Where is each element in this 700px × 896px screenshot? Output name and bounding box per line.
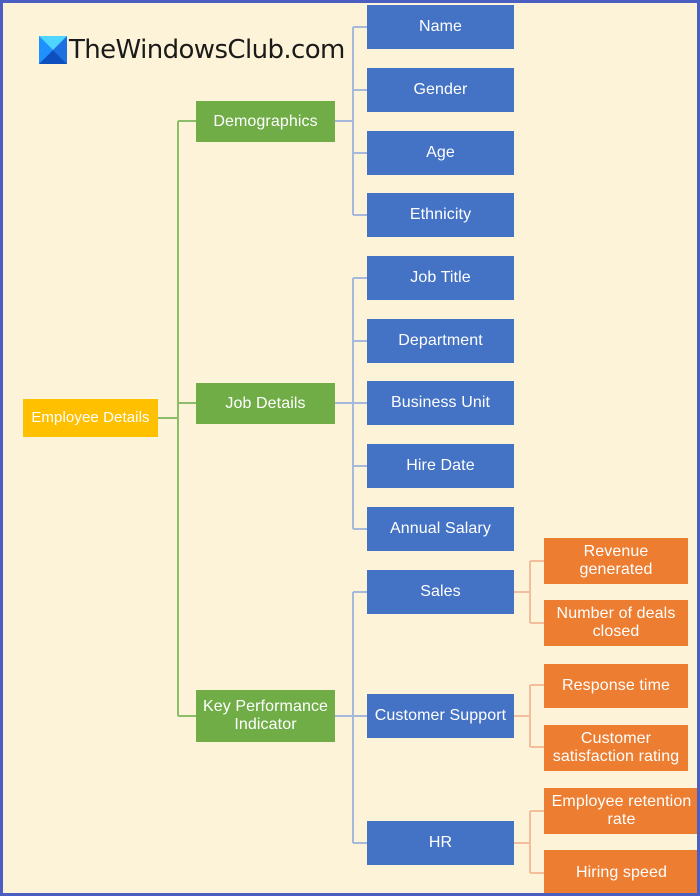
node-response-time[interactable]: Response time bbox=[544, 664, 688, 708]
node-age[interactable]: Age bbox=[367, 131, 514, 175]
watermark: TheWindowsClub.com bbox=[39, 35, 345, 65]
watermark-text: TheWindowsClub.com bbox=[69, 35, 345, 65]
node-job-title[interactable]: Job Title bbox=[367, 256, 514, 300]
node-customer-satisfaction-rating[interactable]: Customer satisfaction rating bbox=[544, 725, 688, 771]
node-key-performance-indicator[interactable]: Key Performance Indicator bbox=[196, 690, 335, 742]
node-name[interactable]: Name bbox=[367, 5, 514, 49]
node-gender[interactable]: Gender bbox=[367, 68, 514, 112]
node-hiring-speed[interactable]: Hiring speed bbox=[544, 850, 697, 893]
node-employee-retention-rate[interactable]: Employee retention rate bbox=[544, 788, 697, 834]
node-demographics[interactable]: Demographics bbox=[196, 101, 335, 142]
windowsclub-logo-icon bbox=[39, 36, 67, 64]
node-hire-date[interactable]: Hire Date bbox=[367, 444, 514, 488]
node-department[interactable]: Department bbox=[367, 319, 514, 363]
node-employee-details[interactable]: Employee Details bbox=[23, 399, 158, 437]
node-ethnicity[interactable]: Ethnicity bbox=[367, 193, 514, 237]
node-hr[interactable]: HR bbox=[367, 821, 514, 865]
node-customer-support[interactable]: Customer Support bbox=[367, 694, 514, 738]
node-job-details[interactable]: Job Details bbox=[196, 383, 335, 424]
node-annual-salary[interactable]: Annual Salary bbox=[367, 507, 514, 551]
node-sales[interactable]: Sales bbox=[367, 570, 514, 614]
node-business-unit[interactable]: Business Unit bbox=[367, 381, 514, 425]
node-number-of-deals-closed[interactable]: Number of deals closed bbox=[544, 600, 688, 646]
node-revenue-generated[interactable]: Revenue generated bbox=[544, 538, 688, 584]
